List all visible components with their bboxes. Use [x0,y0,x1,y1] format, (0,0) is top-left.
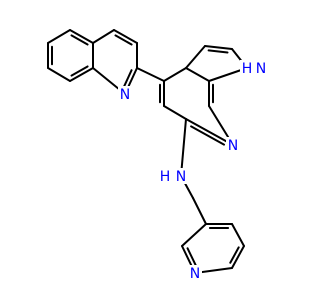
atom-pyridyl-n: N [188,265,202,282]
single-bond [180,118,187,177]
double-bond [69,29,94,44]
double-bond [231,245,245,269]
single-bond [92,29,115,44]
double-bond [69,67,94,82]
double-bond [113,29,138,44]
atom-label-n: N [190,266,200,282]
atom-pyridine-ring-n: N [226,137,240,154]
atom-label-h: H [160,169,171,185]
atom-pyrrole-nh: N H [240,60,268,77]
double-bond-inner-line [207,49,229,54]
atom-label-h: H [242,61,253,77]
double-bond [185,118,234,146]
single-bond [47,29,71,44]
double-bond-inner-line [186,247,198,269]
single-bond [163,105,187,120]
atom-label-n: N [228,138,238,154]
atom-label-layer: N N H N N H N [118,60,268,282]
double-bond-inner-line [70,34,89,46]
single-bond [136,67,165,82]
double-bond-inner-line [229,246,240,264]
atom-label-n: N [256,61,266,77]
atom-amine-nh: N H [158,168,188,185]
double-bond-inner-line [70,65,89,77]
single-bond [192,197,207,225]
single-bond [185,67,210,82]
atom-label-n: N [120,87,130,103]
atom-quinoline-n: N [118,86,132,103]
double-bond-inner-line [122,69,133,90]
double-bond [204,45,233,50]
double-bond-inner-line [114,34,133,46]
molecule-structure: N N H N N H N [47,29,268,282]
single-bond [231,223,245,247]
single-bond [47,67,71,82]
single-bond [181,223,207,247]
single-bond [185,45,206,69]
bond-layer [47,29,248,274]
atom-label-n: N [176,169,186,185]
single-bond [163,67,187,82]
double-bond-inner-line [190,125,226,146]
